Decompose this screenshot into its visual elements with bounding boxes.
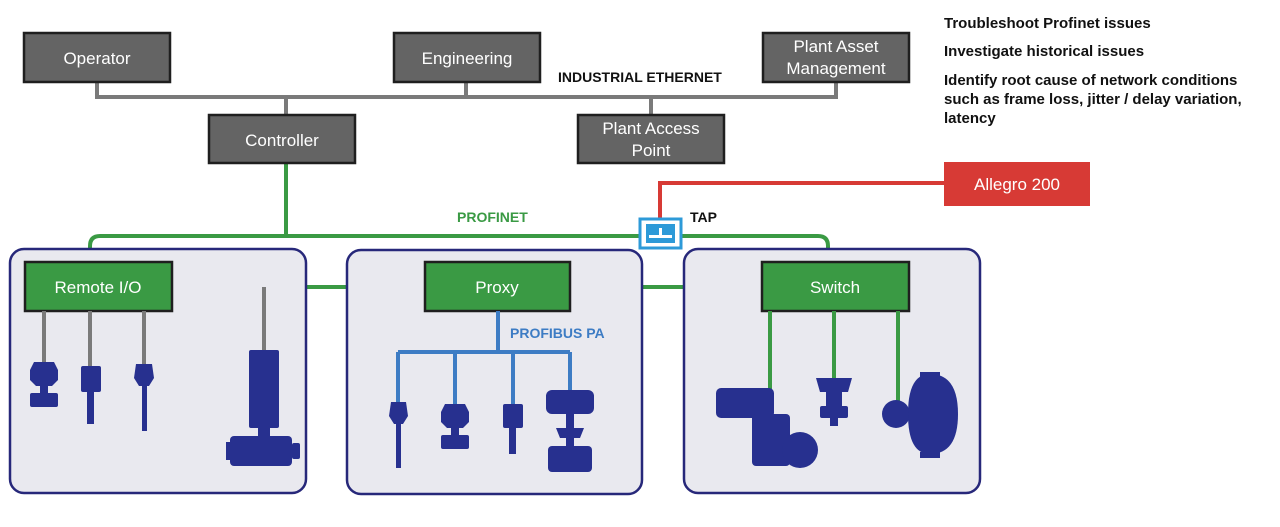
controller-node[interactable]: Controller: [207, 113, 357, 165]
allegro-200-node[interactable]: Allegro 200: [944, 162, 1090, 206]
controller-label: Controller: [245, 131, 319, 150]
industrial-ethernet-bus: [95, 82, 838, 115]
tap-icon[interactable]: [638, 217, 683, 250]
engineering-label: Engineering: [422, 49, 513, 68]
plant-asset-label-line2: Management: [786, 59, 886, 78]
transmitter-icon: [134, 364, 154, 431]
transmitter-icon: [30, 362, 58, 407]
proxy-node[interactable]: Proxy: [423, 260, 572, 313]
plant-asset-label-line1: Plant Asset: [793, 37, 878, 56]
plant-access-label-line2: Point: [632, 141, 671, 160]
profibus-pa-bus: [396, 311, 572, 404]
flowmeter-icon: [816, 378, 852, 426]
transmitter-icon: [503, 404, 523, 454]
remote-io-label: Remote I/O: [55, 278, 142, 297]
remote-io-node[interactable]: Remote I/O: [23, 260, 174, 313]
operator-node[interactable]: Operator: [22, 31, 172, 84]
note-root-cause-line2: such as frame loss, jitter / delay varia…: [944, 91, 1242, 108]
transmitter-icon: [389, 402, 408, 468]
profinet-label: PROFINET: [457, 209, 528, 225]
note-profinet-issues: Troubleshoot Profinet issues: [944, 15, 1151, 32]
note-root-cause-line3: latency: [944, 110, 996, 127]
industrial-ethernet-label: INDUSTRIAL ETHERNET: [558, 69, 722, 85]
proxy-label: Proxy: [475, 278, 519, 297]
switch-label: Switch: [810, 278, 860, 297]
transmitter-icon: [441, 404, 469, 449]
transmitter-icon: [81, 366, 101, 424]
flowmeter-icon: [882, 372, 958, 458]
allegro-label: Allegro 200: [974, 175, 1060, 194]
valve-actuator-icon: [546, 390, 594, 472]
plant-asset-management-node[interactable]: Plant Asset Management: [761, 31, 911, 84]
switch-node[interactable]: Switch: [760, 260, 911, 313]
remote-io-drops: [42, 287, 266, 368]
operator-label: Operator: [63, 49, 130, 68]
allegro-link: [658, 181, 945, 219]
plant-access-point-node[interactable]: Plant Access Point: [576, 113, 726, 165]
motor-icon: [226, 350, 300, 466]
tap-label: TAP: [690, 209, 717, 225]
notes-list: Troubleshoot Profinet issues Investigate…: [944, 15, 1242, 127]
switch-drops: [768, 311, 900, 402]
note-root-cause-line1: Identify root cause of network condition…: [944, 72, 1237, 89]
plant-access-label-line1: Plant Access: [602, 119, 699, 138]
valve-actuator-icon: [716, 388, 818, 468]
profibus-pa-label: PROFIBUS PA: [510, 325, 605, 341]
note-historical-issues: Investigate historical issues: [944, 43, 1144, 60]
engineering-node[interactable]: Engineering: [392, 31, 542, 84]
